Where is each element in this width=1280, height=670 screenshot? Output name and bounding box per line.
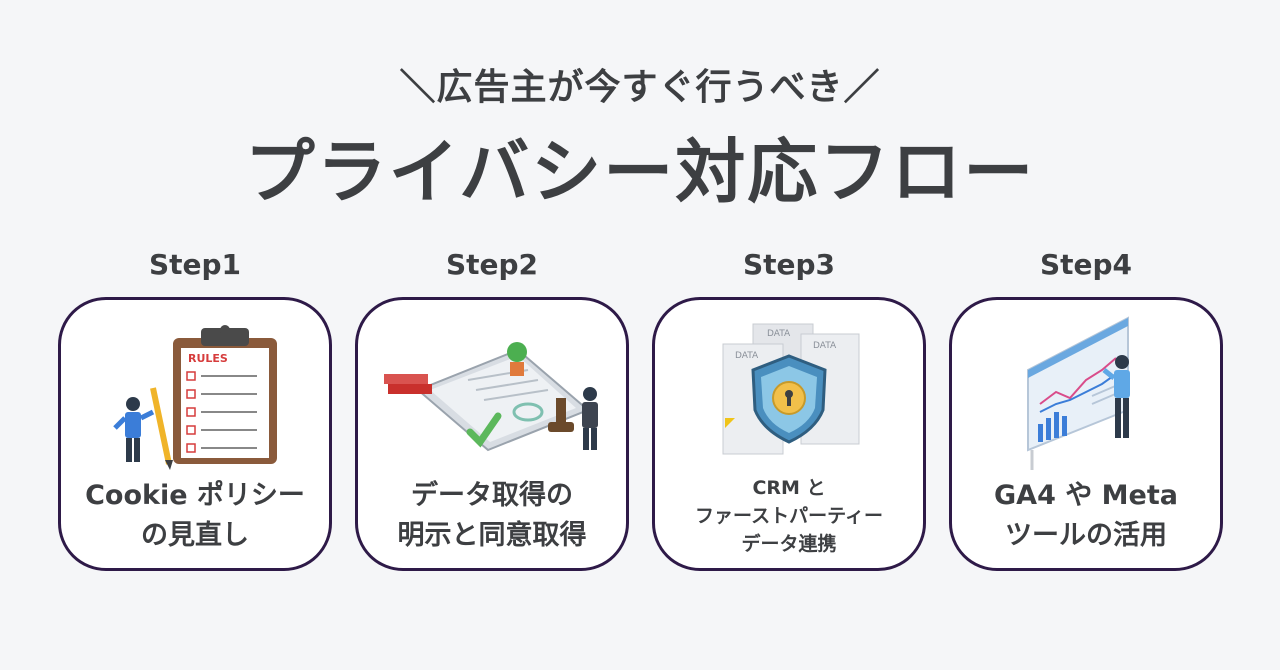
step-card: RULES xyxy=(58,297,332,571)
step-line: Cookie ポリシー xyxy=(85,480,305,511)
step-line: の見直し xyxy=(141,520,249,551)
step-card: GA4 や Meta ツールの活用 xyxy=(949,297,1223,571)
clipboard-rules-icon: RULES xyxy=(113,325,277,470)
step-line: ツールの活用 xyxy=(1005,520,1167,551)
step-line: データ連携 xyxy=(741,533,837,555)
step-description: データ取得の 明示と同意取得 xyxy=(358,468,626,564)
step-description: CRM と ファーストパーティー データ連携 xyxy=(655,468,923,564)
step-2: Step2 xyxy=(355,248,629,571)
step-1: Step1 RULES xyxy=(58,248,332,571)
step-description: Cookie ポリシー の見直し xyxy=(61,468,329,564)
data-label: DATA xyxy=(767,329,791,339)
analytics-dashboard-icon xyxy=(1027,316,1130,470)
step-line: データ取得の xyxy=(411,480,573,511)
page-title: プライバシー対応フロー xyxy=(244,131,1036,213)
step-label: Step1 xyxy=(148,248,242,281)
rules-text: RULES xyxy=(188,352,228,365)
step-line: ファーストパーティー xyxy=(695,505,883,527)
step-card: データ取得の 明示と同意取得 xyxy=(355,297,629,571)
step-line: 明示と同意取得 xyxy=(397,520,587,551)
data-label: DATA xyxy=(813,341,837,351)
contract-agreement-icon xyxy=(384,342,598,452)
step-4: Step4 xyxy=(949,248,1223,571)
step-line: GA4 や Meta xyxy=(994,480,1178,511)
data-label: DATA xyxy=(735,351,759,361)
step-description: GA4 や Meta ツールの活用 xyxy=(952,468,1220,564)
page-subtitle: ＼広告主が今すぐ行うべき／ xyxy=(399,67,881,108)
step-label: Step4 xyxy=(1039,248,1133,281)
step-label: Step3 xyxy=(742,248,836,281)
data-security-shield-icon: DATA DATA DATA xyxy=(722,323,860,455)
step-card: DATA DATA DATA CRM と ファーストパーティー データ連携 xyxy=(652,297,926,571)
step-3: Step3 DATA DATA DATA CRM と ファーストパーテ xyxy=(652,248,926,571)
step-line: CRM と xyxy=(752,477,826,499)
step-label: Step2 xyxy=(445,248,539,281)
